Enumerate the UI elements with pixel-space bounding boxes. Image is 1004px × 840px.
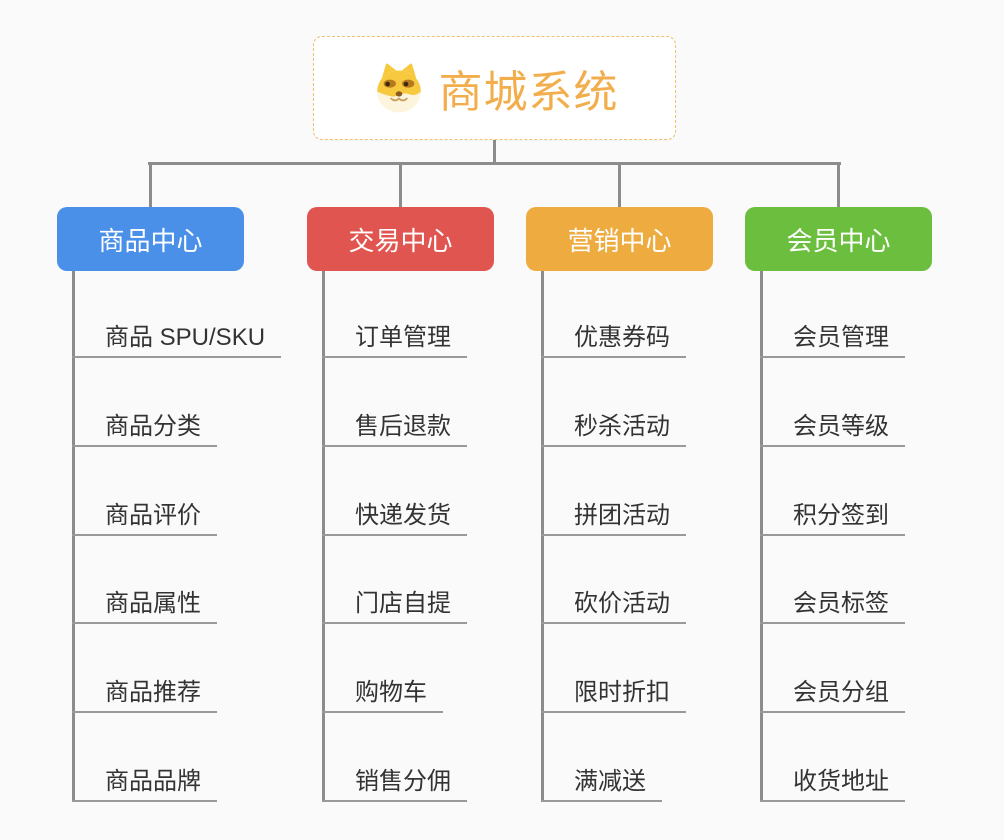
branch-drop-line — [618, 164, 621, 207]
branch-spine-line — [72, 271, 75, 802]
branch-drop-line — [837, 164, 840, 207]
leaf-node[interactable]: 秒杀活动 — [541, 410, 686, 447]
leaf-node[interactable]: 商品 SPU/SKU — [72, 321, 282, 358]
root-connector-line — [493, 140, 496, 164]
branch-rail-line — [148, 162, 841, 165]
leaf-node[interactable]: 销售分佣 — [322, 765, 467, 802]
leaf-node[interactable]: 会员管理 — [760, 321, 905, 358]
leaf-node[interactable]: 砍价活动 — [541, 587, 686, 624]
branch-spine-line — [760, 271, 763, 802]
leaf-node[interactable]: 商品评价 — [72, 499, 217, 536]
branch-drop-line — [149, 164, 152, 207]
branch-spine-line — [541, 271, 544, 802]
leaf-node[interactable]: 会员分组 — [760, 676, 905, 713]
leaf-node[interactable]: 收货地址 — [760, 765, 905, 802]
leaf-node[interactable]: 商品属性 — [72, 587, 217, 624]
branch-spine-line — [322, 271, 325, 802]
leaf-node[interactable]: 拼团活动 — [541, 499, 686, 536]
leaf-node[interactable]: 满减送 — [541, 765, 662, 802]
branch-drop-line — [399, 164, 402, 207]
doge-face-icon — [371, 60, 427, 116]
leaf-node[interactable]: 购物车 — [322, 676, 443, 713]
leaf-node[interactable]: 商品分类 — [72, 410, 217, 447]
leaf-node[interactable]: 优惠券码 — [541, 321, 686, 358]
branch-box-3[interactable]: 营销中心 — [526, 207, 713, 271]
branch-box-1[interactable]: 商品中心 — [57, 207, 244, 271]
leaf-node[interactable]: 会员标签 — [760, 587, 905, 624]
leaf-node[interactable]: 商品推荐 — [72, 676, 217, 713]
leaf-node[interactable]: 门店自提 — [322, 587, 467, 624]
leaf-node[interactable]: 售后退款 — [322, 410, 467, 447]
leaf-node[interactable]: 订单管理 — [322, 321, 467, 358]
leaf-node[interactable]: 积分签到 — [760, 499, 905, 536]
leaf-node[interactable]: 快递发货 — [322, 499, 467, 536]
branch-box-4[interactable]: 会员中心 — [745, 207, 932, 271]
leaf-node[interactable]: 商品品牌 — [72, 765, 217, 802]
leaf-node[interactable]: 限时折扣 — [541, 676, 686, 713]
root-title: 商城系统 — [438, 68, 619, 117]
leaf-node[interactable]: 会员等级 — [760, 410, 905, 447]
branch-box-2[interactable]: 交易中心 — [307, 207, 494, 271]
root-node[interactable]: 商城系统 — [313, 36, 676, 140]
